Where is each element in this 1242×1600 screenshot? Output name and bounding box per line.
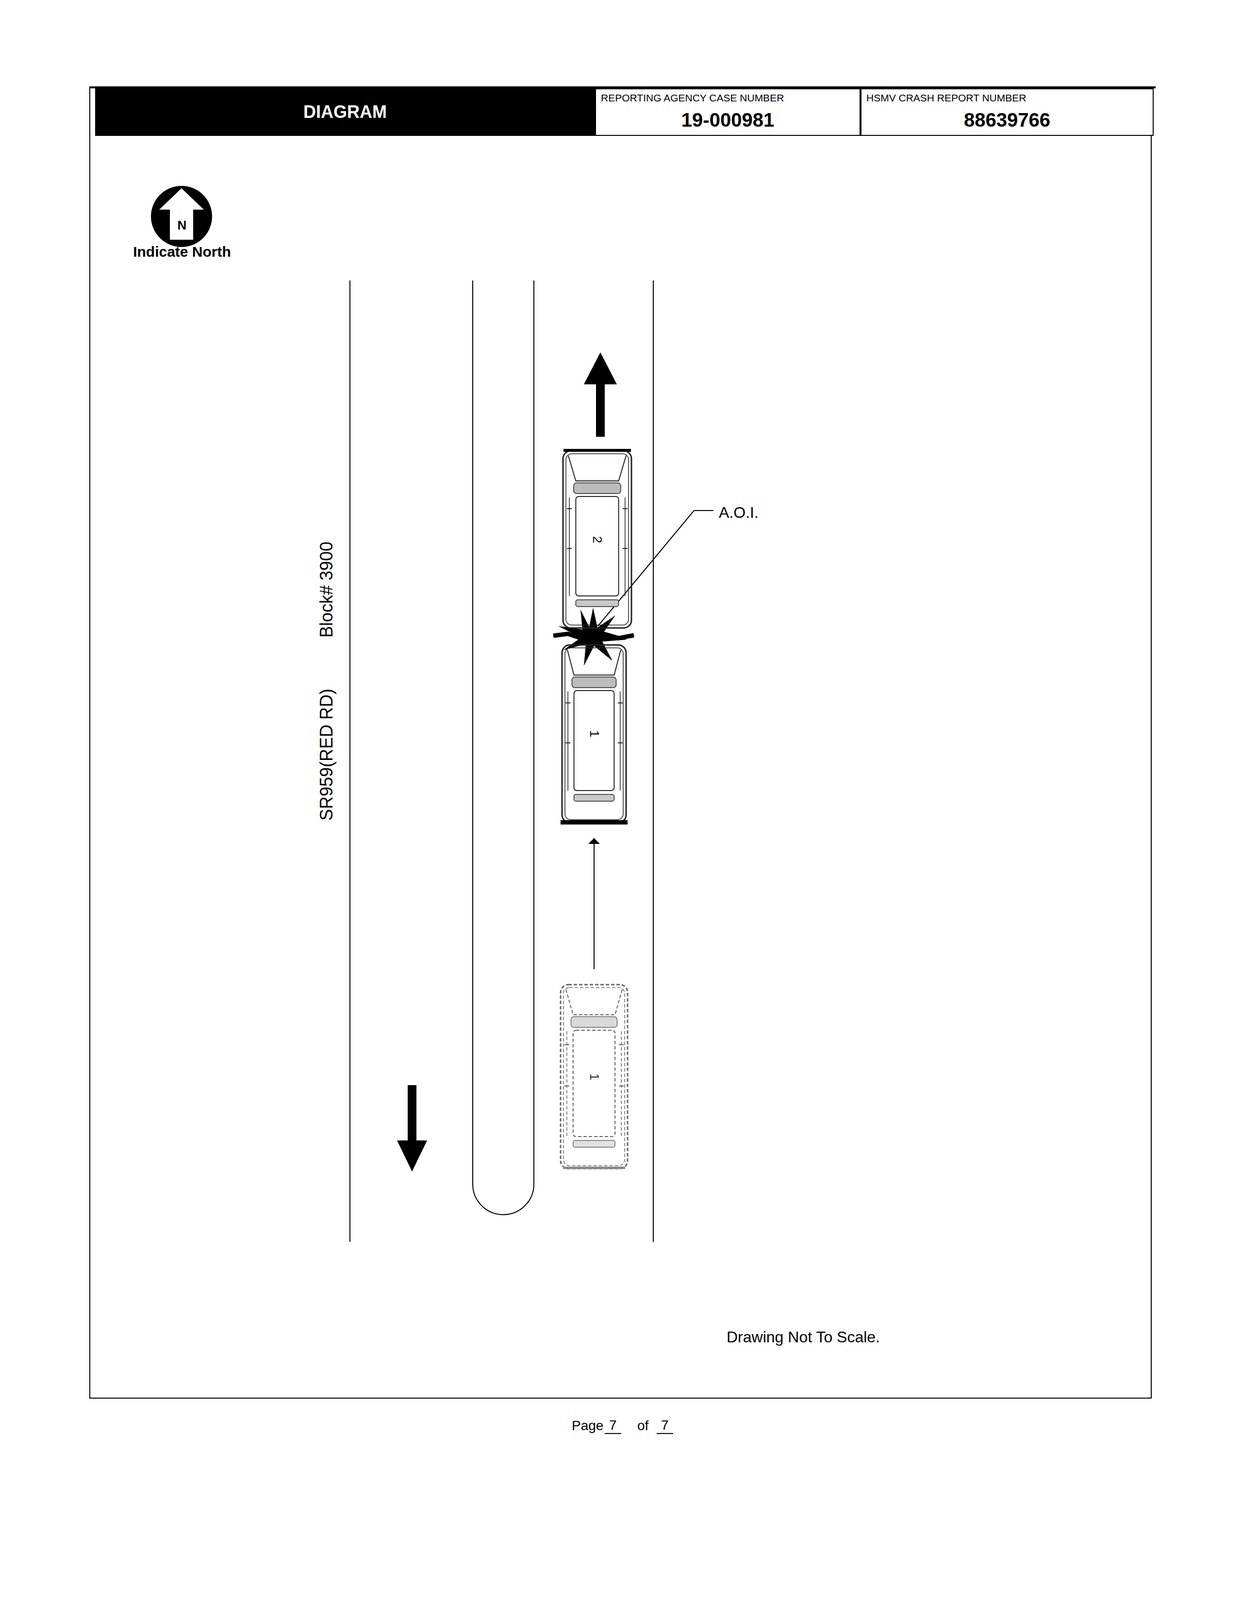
vehicle-side-window bbox=[568, 497, 570, 597]
vehicle-number: 1 bbox=[586, 730, 602, 738]
vehicle-pillar bbox=[564, 1085, 570, 1087]
vehicle-pillar bbox=[622, 547, 628, 549]
road-name-anchor: SR959(RED RD) bbox=[316, 688, 337, 821]
north-symbol bbox=[121, 179, 243, 253]
vehicle-pillar bbox=[566, 508, 572, 510]
vehicle-hood bbox=[565, 989, 623, 1015]
vehicle-pillar bbox=[622, 508, 628, 510]
vehicle-side-window bbox=[566, 1031, 568, 1137]
vehicle-body-inner bbox=[563, 987, 625, 1166]
page-label: Page bbox=[571, 1418, 604, 1434]
vehicle-body bbox=[563, 450, 632, 629]
field-value: 19-000981 bbox=[600, 108, 855, 132]
page-number: 7 bbox=[604, 1417, 622, 1435]
page-label: of bbox=[637, 1418, 649, 1434]
page-label-anchor: of bbox=[637, 1418, 649, 1434]
area-of-impact-label-anchor: A.O.I. bbox=[718, 503, 759, 522]
page-number: 7 bbox=[656, 1417, 674, 1435]
header-cell: HSMV CRASH REPORT NUMBER 88639766 bbox=[860, 88, 1154, 136]
vehicle: 2 bbox=[561, 448, 633, 630]
vehicle-windshield bbox=[573, 482, 621, 494]
vehicle-roof bbox=[574, 690, 615, 791]
vehicle-pillar bbox=[565, 742, 571, 744]
vehicle-pillar bbox=[564, 1044, 570, 1046]
header-title-cell: DIAGRAM bbox=[95, 88, 596, 136]
vehicle-roof bbox=[573, 1030, 615, 1137]
page-frame bbox=[89, 86, 1152, 1399]
vehicle-bumper bbox=[563, 1166, 626, 1170]
vehicle-side-window bbox=[624, 497, 626, 597]
north-circle bbox=[150, 185, 213, 248]
vehicle-rear-window bbox=[573, 1140, 615, 1148]
vehicle-number: 2 bbox=[590, 535, 605, 543]
direction-arrow-stem bbox=[407, 1085, 417, 1142]
scale-note: Drawing Not To Scale. bbox=[726, 1328, 880, 1347]
vehicle-body bbox=[562, 645, 627, 823]
vehicle-hood bbox=[567, 649, 621, 676]
north-arrow bbox=[159, 188, 204, 240]
field-value: 88639766 bbox=[866, 108, 1148, 132]
median bbox=[472, 280, 534, 1215]
block-number-anchor: Block# 3900 bbox=[316, 541, 337, 638]
north-letter: N bbox=[177, 218, 187, 233]
leader-line bbox=[597, 510, 714, 627]
direction-arrow-head bbox=[397, 1140, 428, 1172]
header-title: DIAGRAM bbox=[303, 101, 387, 122]
vehicle-bumper bbox=[560, 820, 628, 825]
page-number-anchor: 7 bbox=[604, 1417, 622, 1435]
page-label-anchor: Page bbox=[571, 1418, 604, 1434]
field-label: HSMV CRASH REPORT NUMBER bbox=[866, 92, 1148, 104]
vehicle-side-window bbox=[567, 691, 569, 791]
road-edge bbox=[349, 280, 351, 1242]
vehicle: 1 bbox=[560, 643, 628, 825]
vehicle-pillar bbox=[617, 702, 623, 704]
vehicle-side-window bbox=[619, 691, 621, 791]
page-number-anchor: 7 bbox=[656, 1417, 674, 1435]
road-name: SR959(RED RD) bbox=[316, 688, 337, 821]
vehicle-rear-window bbox=[574, 794, 615, 802]
vehicle-windshield bbox=[571, 677, 616, 688]
motion-arrow bbox=[593, 838, 595, 970]
vehicle-pillar bbox=[618, 1085, 624, 1087]
header-cell: REPORTING AGENCY CASE NUMBER 19-000981 bbox=[595, 88, 861, 136]
direction-arrow-stem bbox=[596, 383, 605, 437]
vehicle-pillar bbox=[565, 702, 571, 704]
vehicle: 1 bbox=[559, 982, 630, 1171]
vehicle-windshield bbox=[570, 1016, 617, 1028]
north-caption: Indicate North bbox=[132, 243, 232, 261]
north-indicator: N Indicate North bbox=[121, 179, 243, 267]
block-number: Block# 3900 bbox=[316, 541, 337, 638]
scale-note-anchor: Drawing Not To Scale. bbox=[726, 1328, 880, 1347]
vehicle-bumper bbox=[563, 448, 631, 452]
vehicle-pillar bbox=[617, 742, 623, 744]
road-edge bbox=[652, 280, 654, 1242]
impact-burst bbox=[558, 607, 628, 666]
area-of-impact-label: A.O.I. bbox=[718, 503, 759, 522]
vehicle-body-inner bbox=[564, 647, 624, 820]
vehicle-number: 1 bbox=[586, 1073, 602, 1080]
vehicle-body bbox=[560, 984, 628, 1169]
vehicle-rear-window bbox=[575, 599, 619, 607]
direction-arrow-head bbox=[583, 352, 617, 385]
vehicle-roof bbox=[575, 496, 619, 597]
vehicle-side-window bbox=[620, 1031, 622, 1137]
vehicle-body-inner bbox=[565, 453, 629, 626]
vehicle-pillar bbox=[618, 1044, 624, 1046]
vehicle-pillar bbox=[566, 547, 572, 549]
field-label: REPORTING AGENCY CASE NUMBER bbox=[600, 92, 855, 104]
vehicle-hood bbox=[568, 455, 627, 481]
